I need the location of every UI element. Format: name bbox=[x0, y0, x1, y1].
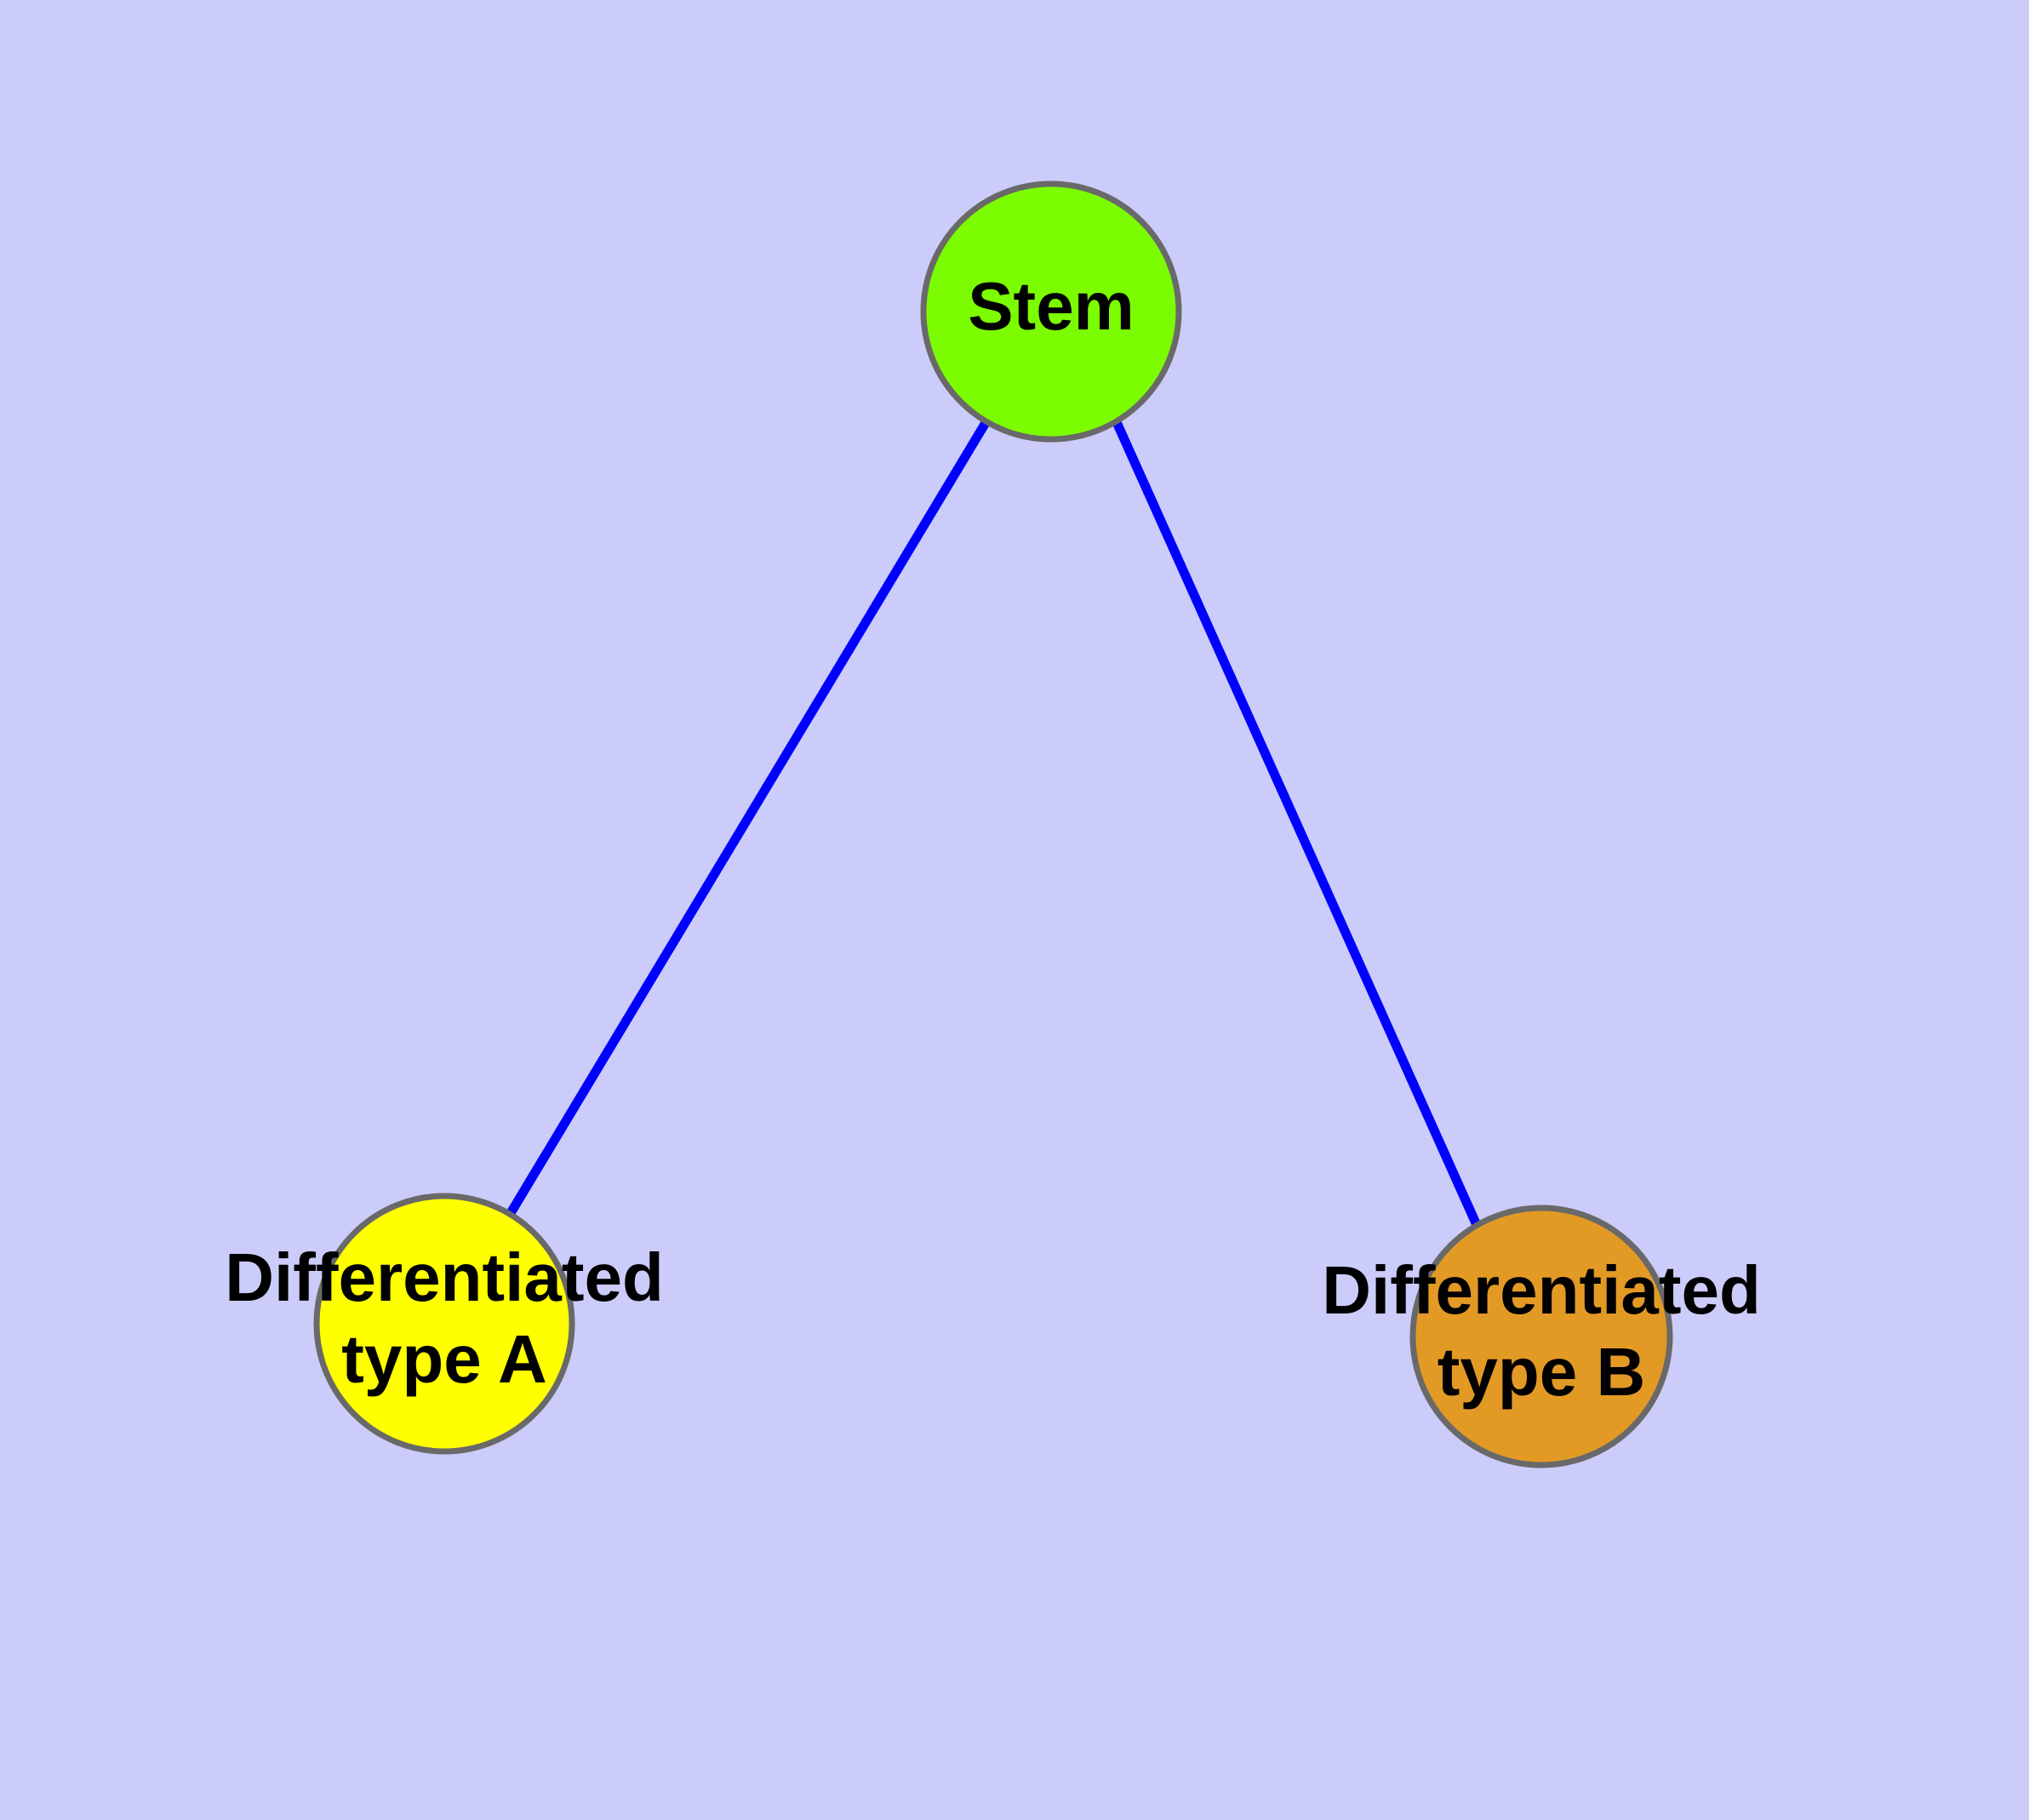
node-diff_b[interactable] bbox=[1409, 1205, 1673, 1468]
node-label-line: Differentiated bbox=[1322, 1252, 1761, 1328]
edges-group bbox=[506, 419, 1482, 1228]
node-label-line: Differentiated bbox=[225, 1239, 664, 1315]
edge-stem-diff-b[interactable] bbox=[1112, 420, 1482, 1228]
node-label-line: type A bbox=[341, 1321, 547, 1397]
nodes-group bbox=[313, 180, 1673, 1468]
node-label-line: Stem bbox=[968, 268, 1135, 344]
node-stem[interactable] bbox=[920, 180, 1182, 443]
node-diff_a[interactable] bbox=[313, 1193, 575, 1455]
node-label-stem: Stem bbox=[968, 268, 1135, 344]
edge-stem-diff-a[interactable] bbox=[506, 419, 991, 1216]
node-label-line: type B bbox=[1437, 1334, 1646, 1410]
